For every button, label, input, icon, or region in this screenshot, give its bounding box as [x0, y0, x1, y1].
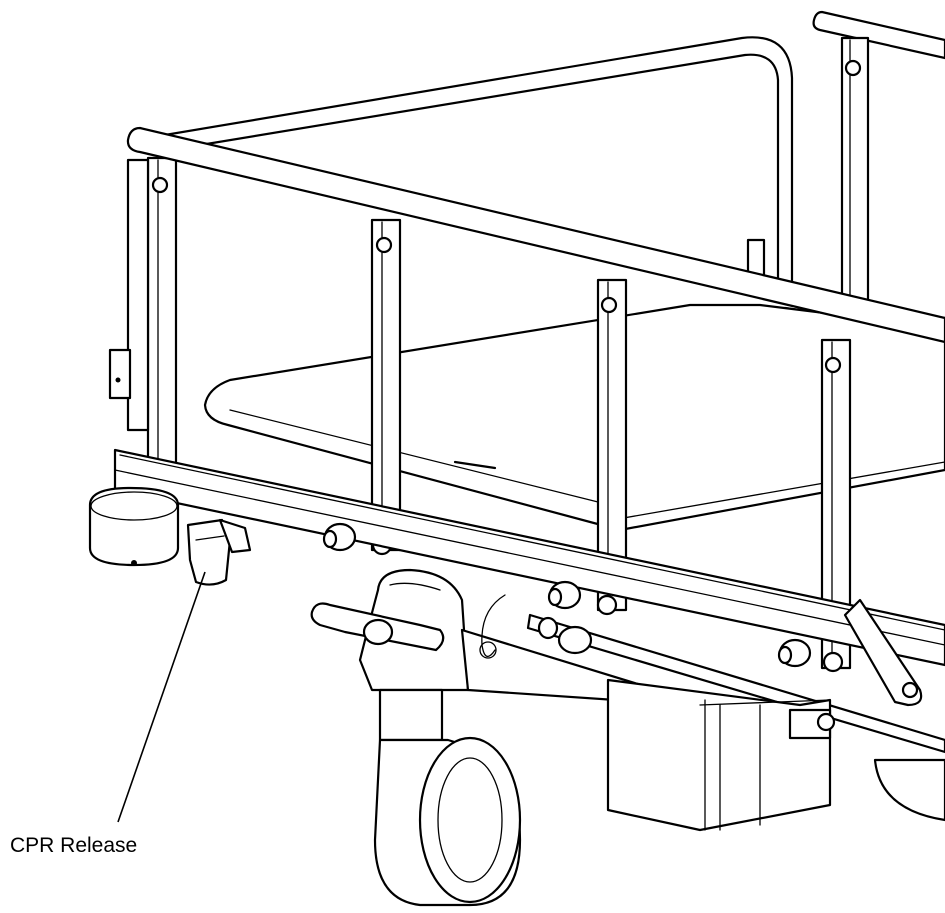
corner-bumper — [88, 486, 180, 567]
bed-frame — [113, 448, 945, 668]
linkage-bar — [479, 594, 945, 754]
motor-box — [606, 678, 832, 832]
cpr-release-label: CPR Release — [10, 834, 138, 857]
side-rail-posts — [108, 156, 852, 673]
right-lower-parts — [788, 598, 945, 822]
far-side-rail — [783, 10, 945, 332]
brake-pedal — [310, 602, 445, 652]
near-side-rail — [126, 126, 945, 344]
cpr-release-handle — [186, 518, 252, 586]
callout-leader-line — [117, 571, 206, 823]
